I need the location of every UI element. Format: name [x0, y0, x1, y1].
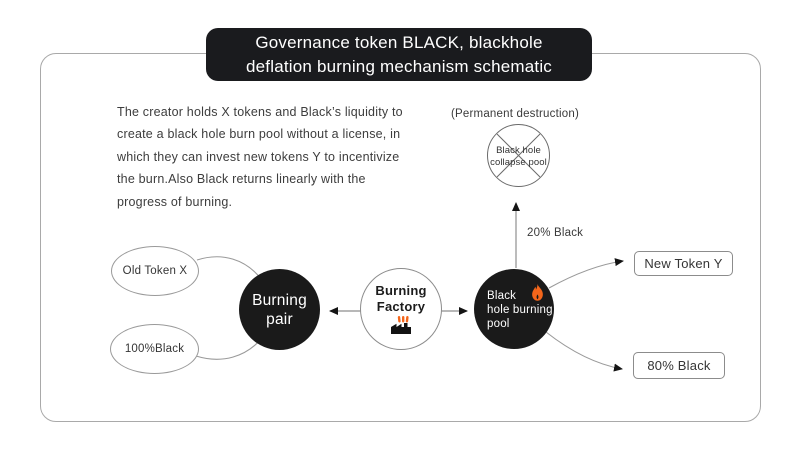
burning-pair-node: Burning pair — [239, 269, 320, 350]
intro-paragraph: The creator holds X tokens and Black’s l… — [117, 105, 403, 209]
old-token-x-node: Old Token X — [111, 246, 199, 296]
new-token-y-label: New Token Y — [644, 256, 723, 271]
page-title-text: Governance token BLACK, blackhole deflat… — [246, 32, 552, 76]
cross-out-icon — [496, 133, 541, 178]
burn-pool-label: Black hole burning pool — [487, 290, 553, 330]
old-token-x-label: Old Token X — [122, 265, 188, 277]
page-title: Governance token BLACK, blackhole deflat… — [206, 28, 592, 81]
collapse-pool-node: Black hole collapse pool — [487, 124, 550, 187]
burning-pair-label: Burning pair — [252, 291, 307, 328]
arrow-pool-to-new-token — [548, 258, 624, 289]
collapse-pool-label: Black hole collapse pool — [490, 145, 547, 168]
link-black100-to-pair — [195, 337, 263, 360]
flow-label-20-black: 20% Black — [527, 227, 584, 239]
burning-factory-label: Burning Factory — [375, 283, 427, 314]
arrow-pool-to-black80 — [545, 331, 623, 372]
factory-icon — [391, 316, 411, 334]
black-100-label: 100%Black — [124, 343, 185, 355]
link-old-token-to-pair — [196, 256, 263, 281]
black-80-node: 80% Black — [633, 352, 725, 379]
black-100-node: 100%Black — [110, 324, 199, 374]
burning-factory-node: Burning Factory — [360, 268, 442, 350]
flame-icon — [532, 284, 543, 301]
black-80-label: 80% Black — [647, 358, 711, 373]
new-token-y-node: New Token Y — [634, 251, 733, 276]
burn-pool-node: Black hole burning pool — [474, 269, 554, 349]
destruction-caption: (Permanent destruction) — [451, 108, 579, 120]
